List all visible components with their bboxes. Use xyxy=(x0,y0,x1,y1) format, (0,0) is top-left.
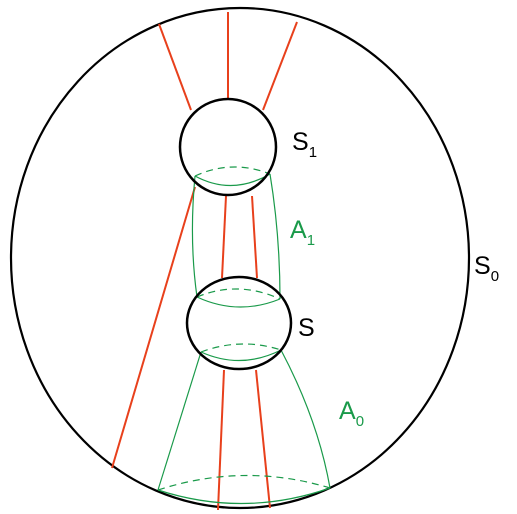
label-s1: S1 xyxy=(292,128,317,161)
red-line-bottom-right xyxy=(255,369,271,509)
sphere-s1 xyxy=(178,97,278,197)
red-line-long-left xyxy=(111,186,196,469)
label-a1: A1 xyxy=(290,216,315,249)
annulus-a0 xyxy=(157,343,331,505)
red-line-top-right xyxy=(262,21,298,111)
label-a0: A0 xyxy=(339,397,364,430)
red-lines-bottom xyxy=(111,186,271,511)
outer-sphere-s0 xyxy=(9,6,471,510)
a0-bottom-ellipse-dashed xyxy=(157,474,331,491)
a0-right-side xyxy=(280,349,331,489)
label-s: S xyxy=(298,314,315,342)
red-lines-middle xyxy=(221,195,258,279)
a0-top-ellipse-dashed xyxy=(200,343,282,353)
a1-right-side xyxy=(269,173,281,300)
red-line-mid-left xyxy=(221,195,227,279)
a1-top-ellipse-solid xyxy=(194,173,271,187)
a1-bottom-ellipse-solid xyxy=(196,296,281,308)
red-lines-top xyxy=(158,12,298,111)
a1-top-ellipse-dashed xyxy=(194,166,271,177)
a0-left-side xyxy=(157,351,202,491)
red-line-top-left xyxy=(158,23,192,111)
red-line-bottom-left xyxy=(217,369,225,511)
a0-bottom-ellipse-solid xyxy=(157,487,331,505)
annulus-a1 xyxy=(191,166,281,308)
red-line-mid-right xyxy=(251,195,258,279)
a1-left-side xyxy=(191,175,198,298)
label-s0: S0 xyxy=(474,252,499,285)
a0-top-ellipse-solid xyxy=(200,349,282,362)
sphere-s xyxy=(185,275,293,371)
a1-bottom-ellipse-dashed xyxy=(196,288,281,300)
